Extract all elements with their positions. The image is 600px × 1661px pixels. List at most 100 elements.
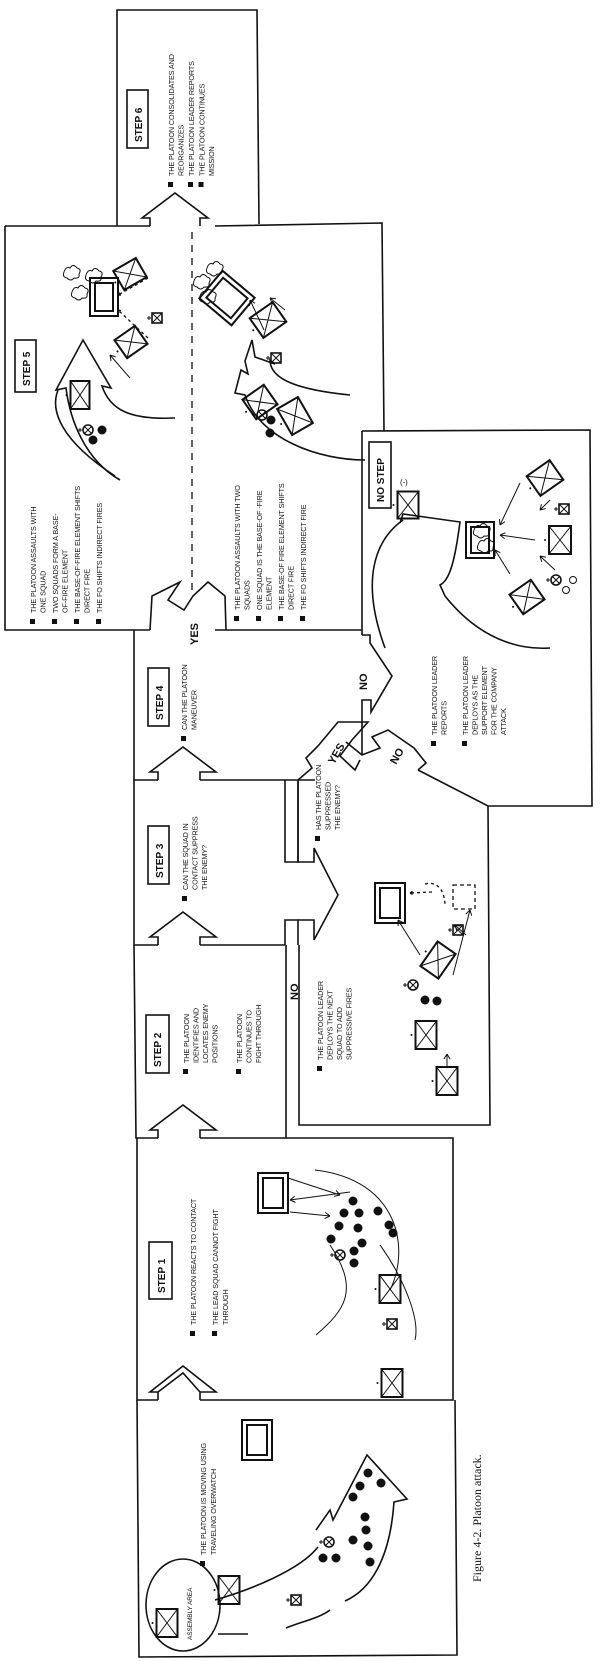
bullet-square-icon [256,616,261,621]
team-cross-icon [266,352,282,364]
movement-arrow-icon [289,1191,351,1203]
team-cross-icon [448,924,464,936]
arrow-suppressed-yes [297,721,370,781]
curved-arrow-icon [379,1244,417,1341]
no-step-bullet-text: ATTACK [499,708,508,735]
step5-right-bullet-text: THE BASE-OF FIRE ELEMENT SHIFTS [277,483,286,610]
arrow-step1-to-step2 [147,1103,219,1138]
explosion-icon [62,265,81,281]
step5-right-bullet-text: ONE SQUAD IS THE BASE-OF -FIRE [255,490,264,610]
arrow-step3-to-step4 [147,745,219,780]
explosion-icon [476,538,495,554]
no-step-bullet-text: REPORTS [440,701,449,735]
bullet-square-icon [190,1331,195,1336]
step2-bullet-text: IDENTIFIES AND [192,1008,201,1063]
step6-bullet-text: THE PLATOON CONTINUES [198,83,207,176]
enemy-position-icon [197,269,257,327]
soldier-dot-icon [376,1478,386,1488]
bullet-square-icon [278,616,283,621]
bullet-square-icon [462,741,467,746]
soldier-dot-icon [339,1208,349,1218]
step2-bullet-text: THE PLATOON [182,1014,191,1063]
soldier-dot-icon [388,1228,398,1238]
no-step-bullet-text: SUPPORT ELEMENT [480,665,489,735]
step5-label: STEP 5 [22,351,33,386]
step6-panel [116,9,260,226]
bullet-square-icon [168,182,173,187]
team-cross-icon [382,1318,398,1330]
leader-cross-icon [330,1251,344,1259]
step6-bullet-text: MISSION [207,146,216,176]
curved-arrow-icon [315,1244,347,1336]
tactical-symbols: (-) [62,256,577,1638]
soldier-dot-icon [348,1196,358,1206]
explosion-icon [198,289,217,305]
no-step-label: NO STEP [376,458,387,502]
platoon-leader-icon [256,409,268,421]
soldier-dot-icon [355,1481,365,1491]
no-label-suppressed: NO [388,746,407,767]
squad-symbol-icon [374,1274,402,1304]
explosion-icon [192,274,211,290]
step5-left-bullet-text: THE BASE-OF-FIRE ELEMENT SHIFTS [73,486,82,613]
step5-left-bullet-text: DIRECT FIRE [83,569,92,613]
step1-bullet-text: THROUGH [221,1289,230,1325]
no-step-bullet-text: DEPLOYS AS THE [471,675,480,735]
squad-symbol-icon [508,578,546,616]
team-symbol-icon [151,312,163,324]
leader-cross-icon [78,426,92,434]
movement-arrow-icon [499,532,536,541]
leader-cross-icon [252,411,266,419]
yes-label-step4: YES [189,623,201,645]
soldier-dot-icon [318,1553,328,1563]
step5-right-bullet-text: DIRECT FIRE [287,566,296,610]
step3-bullet-text: CONTACT SUPPRESS [191,816,200,890]
step2-label: STEP 2 [153,1032,164,1067]
step3-bullet-text: CAN THE SQUAD IN [181,823,190,890]
movement-arrow-icon [409,889,433,897]
team-symbol-icon [452,924,464,936]
step5-left-bullet-text: TWO SQUADS FORM A BASE- [51,513,60,613]
squad-symbol-icon [418,940,458,980]
suppressed-question-bullet-text: THE ENEMY? [333,785,342,830]
squad-symbol-icon [111,256,149,292]
arrow-step4-yes [149,579,227,631]
bullet-square-icon [52,619,57,624]
assembly-bullet-text: THE PLATOON IS MOVING USING [199,1442,208,1555]
movement-arrow-icon [117,277,149,296]
step4-bullet-text: MANEUVER [190,690,199,730]
bullet-square-icon [212,1331,217,1336]
squad-symbol-icon [113,324,149,360]
arrow-step4-no [361,634,393,755]
movement-arrow-icon [117,309,149,339]
bullet-square-icon [30,619,35,624]
step5-right-bullet-text: THE PLATOON ASSAULTS WITH TWO [233,485,242,610]
soldier-dot-icon [88,435,98,445]
movement-arrow-icon [539,555,556,571]
step5-left-bullet-text: ONE SQUAD [39,571,48,613]
team-symbol-icon [558,503,570,515]
squad-symbol-icon [431,1066,459,1096]
no-step-panel [361,429,593,807]
soldier-dot-icon [420,995,430,1005]
step-label-boxes: STEP 6 STEP 5 STEP 4 STEP 3 STEP 2 STEP … [14,89,392,1300]
movement-route-arrow [214,1453,409,1635]
soldier-dot-icon [331,1553,341,1563]
step2-bullet-text: LOCATES ENEMY [201,1003,210,1063]
squad-symbol-icon [392,490,420,520]
movement-arrow-icon [248,299,265,331]
soldier-dot-icon [353,1223,363,1233]
explosion-icon [70,285,89,301]
soldier-dot-icon [357,1238,367,1248]
soldier-dot-icon [334,1221,344,1231]
step5-right-bullet-text: THE FO SHIFTS INDIRECT FIRE [299,504,308,610]
suppression-bullet-text: DEPLOYS THE NEXT [326,990,335,1060]
suppressed-question-bullet-text: HAS THE PLATOON [314,765,323,830]
squad-symbol-icon [65,380,91,410]
squad-symbol-icon [525,458,565,498]
bullet-square-icon [200,1561,205,1566]
curved-arrow-icon [314,1169,400,1291]
no-step-bullet-text: THE PLATOON LEADER [430,656,439,735]
no-step-bullet-text: FOR THE COMPANY [490,667,499,735]
